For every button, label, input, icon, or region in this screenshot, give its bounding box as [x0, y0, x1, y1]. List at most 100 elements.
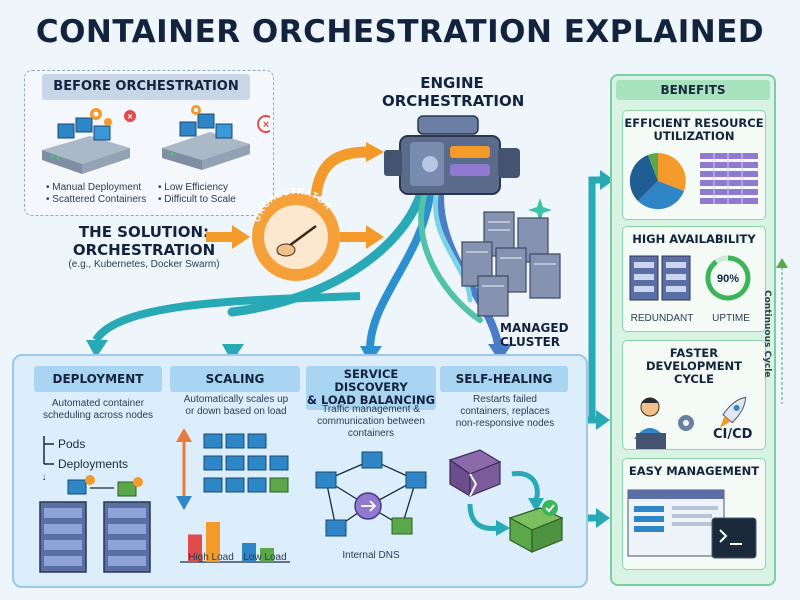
error-icon: × [257, 115, 270, 133]
container-icon [405, 471, 427, 489]
container-icon [57, 117, 111, 141]
benefit-card-efficient-resource: EFFICIENT RESOURCE UTILIZATION [622, 110, 766, 220]
resource-charts [629, 153, 758, 210]
gear-icon [104, 118, 112, 126]
development-graphics [634, 396, 747, 449]
internal-dns-label: Internal DNS [342, 550, 400, 561]
before-bullets-left: • Manual Deployment • Scattered Containe… [46, 182, 147, 205]
svg-text:×: × [263, 119, 269, 131]
developer-icon [634, 397, 666, 449]
scaling-bar-chart [180, 522, 290, 563]
deployment-description: Automated container scheduling across no… [42, 398, 154, 421]
scattered-servers-illustration: × × [42, 105, 270, 174]
redundant-label: REDUNDANT [630, 313, 694, 324]
container-icon [247, 433, 267, 449]
container-icon [203, 455, 223, 471]
heal-arrow [467, 503, 499, 531]
engine-label: ENGINE ORCHESTRATION [382, 74, 525, 110]
container-icon [247, 477, 267, 493]
tree-item-deployments: Deployments [58, 457, 128, 471]
load-bar [188, 534, 202, 562]
self-healing-description: Restarts failed containers, replaces non… [455, 394, 555, 429]
gear-icon [191, 105, 201, 115]
container-icon [225, 477, 245, 493]
scale-arrow-icon [176, 428, 192, 510]
dashboard-window-icon [627, 489, 725, 557]
container-icon [247, 455, 267, 471]
benefit-title: EASY MANAGEMENT [628, 464, 760, 478]
deployment-heading: DEPLOYMENT [34, 366, 162, 392]
ci-cd-label: CI/CD [713, 427, 753, 442]
continuous-cycle-indicator [776, 258, 788, 404]
solution-text: THE SOLUTION: ORCHESTRATION (e.g., Kuber… [68, 223, 220, 270]
resource-bars-icon [700, 153, 758, 205]
benefit-card-high-availability: HIGH AVAILABILITY 90% REDUNDANT UPTIME [622, 226, 766, 332]
benefit-card-faster-development: FASTER DEVELOPMENT CYCLE CI/CD [622, 340, 766, 450]
server-icon [42, 136, 130, 174]
server-rack-icon [103, 501, 151, 573]
page-title: CONTAINER ORCHESTRATION EXPLAINED [35, 14, 765, 50]
scaling-heading: SCALING [170, 366, 300, 392]
terminal-icon [711, 517, 757, 559]
check-icon [542, 500, 558, 516]
engine-illustration [384, 115, 520, 195]
container-icon [203, 477, 223, 493]
server-icon [162, 132, 250, 170]
tree-item-pods: Pods [58, 437, 85, 451]
container-icon [361, 451, 383, 469]
arrow-to-deployment [92, 292, 361, 343]
healthy-container-icon [508, 507, 564, 554]
error-icon: × [124, 110, 136, 122]
container-icon [269, 455, 289, 471]
container-icon [325, 519, 347, 537]
heal-arrow [511, 471, 540, 501]
high-load-label: High Load [188, 552, 234, 563]
load-bar [260, 548, 274, 562]
uptime-label: UPTIME [712, 313, 750, 324]
container-icon [225, 455, 245, 471]
management-graphics [627, 489, 757, 559]
gear-icon [678, 414, 694, 431]
service-network-diagram [315, 451, 427, 537]
benefit-title: EFFICIENT RESOURCE UTILIZATION [624, 116, 764, 144]
container-icon [179, 113, 233, 139]
scaling-containers [176, 428, 289, 510]
load-balancer-icon [354, 492, 382, 520]
pie-chart-icon [629, 153, 686, 210]
container-icon [117, 477, 143, 497]
svg-text:↓: ↓ [42, 472, 47, 480]
arrow-to-engine [310, 146, 369, 197]
before-orchestration-heading: BEFORE ORCHESTRATION [42, 74, 250, 100]
svg-text:×: × [127, 112, 132, 122]
availability-graphics: 90% [629, 255, 751, 301]
sparkle-icon [528, 198, 552, 222]
load-bar [206, 522, 220, 562]
rocket-icon [719, 396, 747, 428]
load-bar [242, 543, 256, 562]
arrow-to-orchestrator [206, 225, 250, 249]
service-discovery-description: Traffic management & communication betwe… [317, 404, 425, 439]
broken-container-icon [448, 449, 502, 498]
benefit-card-easy-management: EASY MANAGEMENT [622, 458, 766, 570]
scaling-description: Automatically scales up or down based on… [183, 394, 289, 417]
continuous-cycle-label: Continuous Cycle [762, 290, 772, 378]
uptime-gauge-icon: 90% [705, 255, 751, 301]
container-icon [67, 475, 95, 495]
managed-cluster-label: MANAGED CLUSTER [500, 321, 569, 349]
server-rack-icon [39, 501, 87, 573]
container-icon [269, 477, 289, 493]
deployment-tree: Pods Deployments ↓ [42, 436, 128, 480]
arrow-from-orchestrator [340, 225, 384, 249]
deployment-racks [39, 475, 151, 573]
before-bullets-right: • Low Efficiency • Difficult to Scale [158, 182, 236, 205]
benefits-heading: BENEFITS [616, 80, 770, 100]
gear-icon [90, 108, 102, 120]
container-icon [391, 517, 413, 535]
container-icon [225, 433, 245, 449]
conductor-hand-icon [276, 224, 317, 257]
service-discovery-heading: SERVICE DISCOVERY & LOAD BALANCING [306, 366, 436, 410]
self-healing-heading: SELF-HEALING [440, 366, 568, 392]
orchestrator-ring: ORCHESTRATOR [251, 186, 340, 281]
server-cluster-illustration [461, 211, 561, 317]
self-healing-illustration [448, 449, 564, 554]
